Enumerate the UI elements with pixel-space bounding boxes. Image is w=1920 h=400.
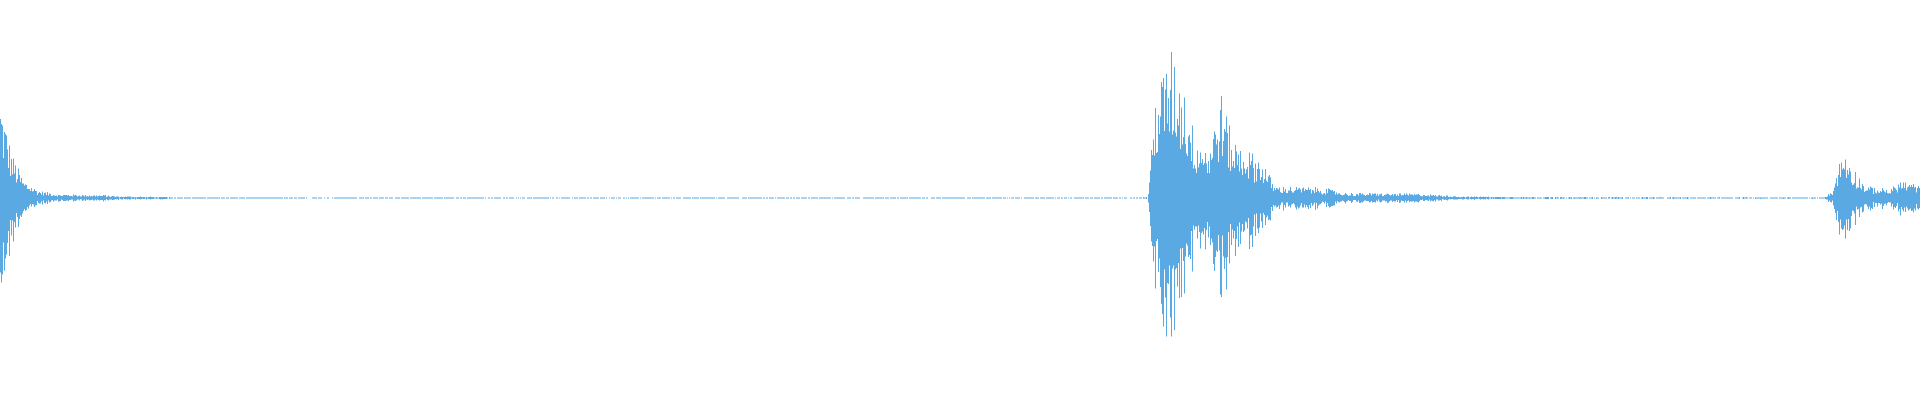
- waveform-path: [0, 52, 1920, 337]
- waveform-samples: [0, 52, 1920, 337]
